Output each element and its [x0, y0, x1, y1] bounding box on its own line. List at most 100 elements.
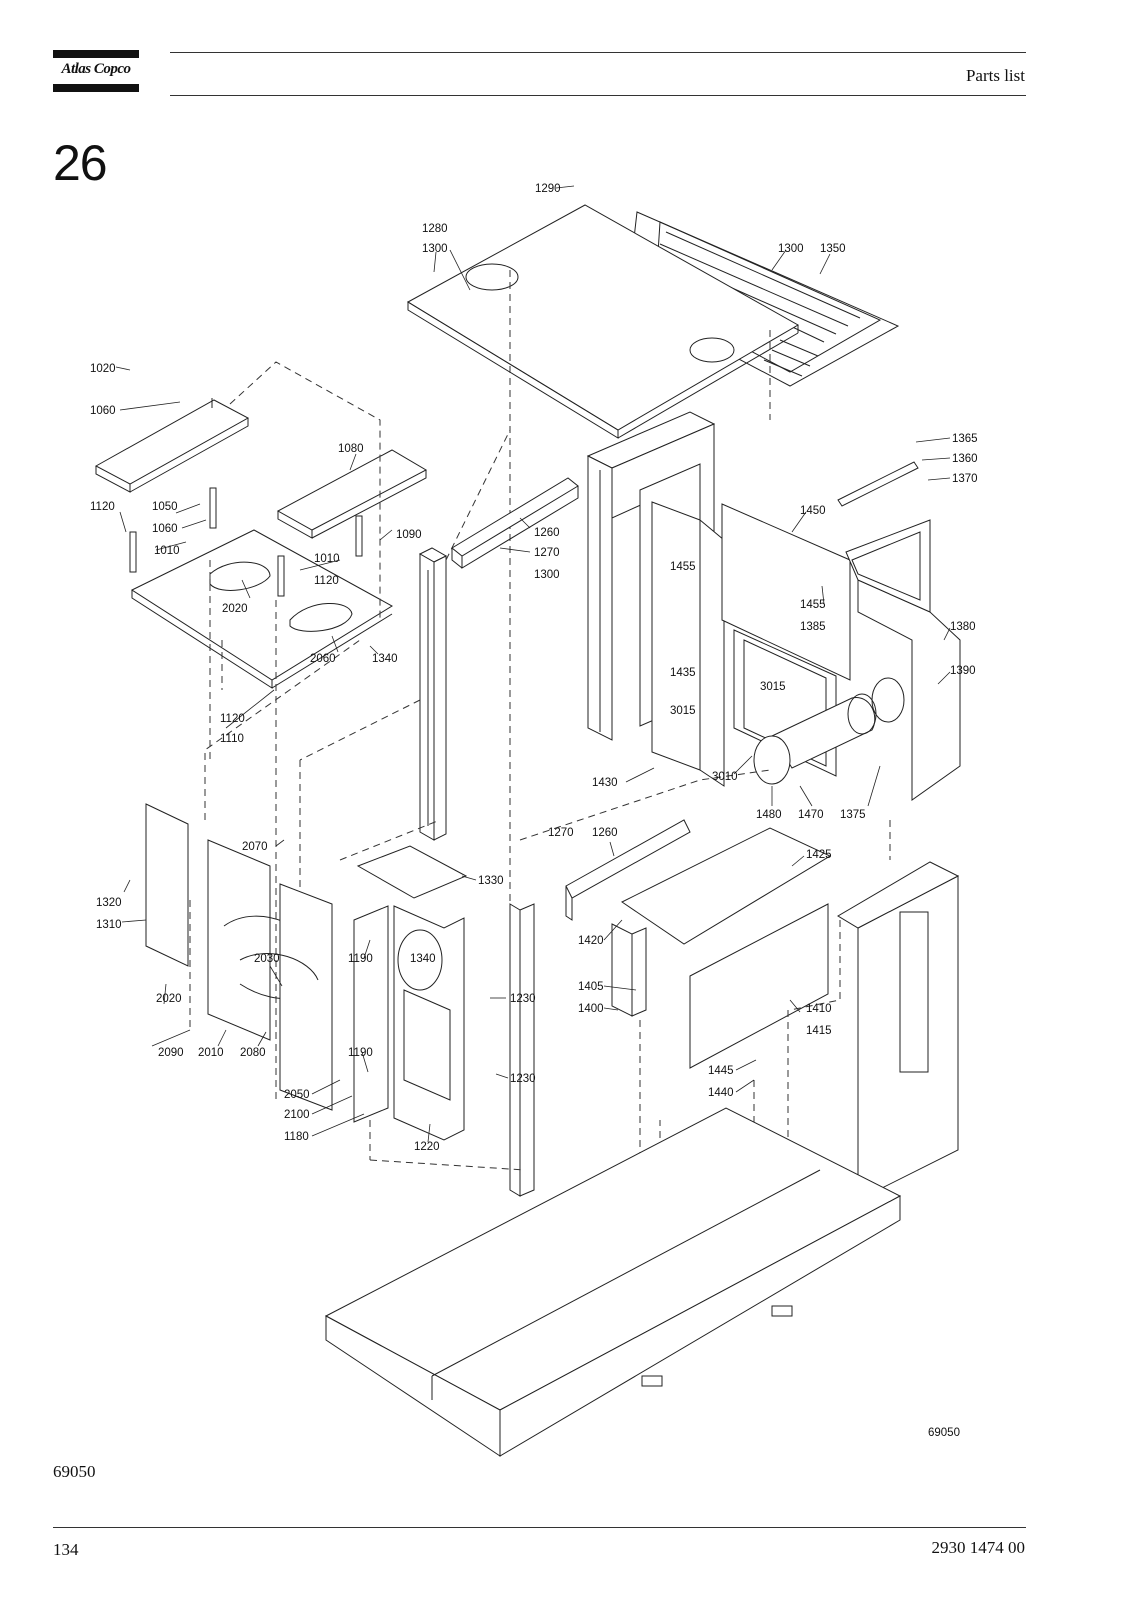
cross-bracket-1260: [451, 477, 579, 569]
post-center: [509, 903, 535, 1197]
grille-panel-1350: [626, 211, 900, 387]
panel-1420: [621, 827, 832, 945]
part-label: 1420: [578, 935, 604, 947]
section-number: 26: [53, 135, 108, 191]
part-label: 1310: [96, 919, 122, 931]
part-label: 1375: [840, 809, 866, 821]
part-label: 1320: [96, 897, 122, 909]
part-label: 2030: [254, 953, 280, 965]
part-label: 1455: [670, 561, 696, 573]
part-label: 1260: [534, 527, 560, 539]
part-label: 1400: [578, 1003, 604, 1015]
part-label: 1270: [534, 547, 560, 559]
part-label: 1370: [952, 473, 978, 485]
exploded-parts-drawing: 1290 1280 1300 1300 1350 1020 1060 1080 …: [90, 183, 978, 1457]
part-label: 1455: [800, 599, 826, 611]
panel-1400: [611, 923, 647, 1017]
part-label: 3015: [760, 681, 786, 693]
panel-2050: [239, 883, 333, 1111]
figure-reference: 69050: [53, 1462, 96, 1481]
part-label: 2080: [240, 1047, 266, 1059]
part-label: 3010: [712, 771, 738, 783]
part-label: 1405: [578, 981, 604, 993]
panel-1410: [689, 903, 829, 1069]
part-label: 1445: [708, 1065, 734, 1077]
rail-1080: [276, 449, 428, 539]
part-label: 1470: [798, 809, 824, 821]
part-label: 2070: [242, 841, 268, 853]
part-label: 1190: [348, 1047, 373, 1059]
part-label: 1120: [220, 713, 245, 725]
part-label: 1180: [284, 1131, 309, 1143]
part-label: 1220: [414, 1141, 440, 1153]
part-label: 1435: [670, 667, 696, 679]
part-label: 1410: [806, 1003, 832, 1015]
part-label: 1380: [950, 621, 976, 633]
logo-bar-bottom: [53, 84, 139, 92]
part-label: 1060: [90, 405, 116, 417]
part-label: 1020: [90, 363, 116, 375]
panel-1180: [353, 905, 389, 1123]
logo-wordmark: Atlas Copco: [61, 61, 131, 77]
part-label: 1365: [952, 433, 978, 445]
part-label: 2050: [284, 1089, 310, 1101]
document-number: 2930 1474 00: [931, 1538, 1026, 1557]
part-label: 1340: [410, 953, 436, 965]
part-label: 1300: [422, 243, 448, 255]
figure-reference-inside: 69050: [928, 1427, 960, 1439]
part-label: 1230: [510, 993, 536, 1005]
part-label: 1360: [952, 453, 978, 465]
atlas-copco-logo: Atlas Copco: [53, 50, 139, 94]
logo-bar-top: [53, 50, 139, 58]
rear-panel-right: [837, 861, 960, 1201]
part-label: 1300: [534, 569, 560, 581]
part-label: 1080: [338, 443, 364, 455]
part-label: 1260: [592, 827, 618, 839]
brackets-1010: [129, 487, 363, 597]
part-label: 1290: [535, 183, 561, 195]
part-labels: 1290 1280 1300 1300 1350 1020 1060 1080 …: [90, 183, 978, 1439]
part-label: 1430: [592, 777, 618, 789]
part-label: 1010: [154, 545, 180, 557]
side-panel-1380: [845, 519, 961, 801]
part-label: 2020: [156, 993, 182, 1005]
part-label: 1440: [708, 1087, 734, 1099]
part-label: 1480: [756, 809, 782, 821]
part-label: 1450: [800, 505, 826, 517]
vertical-post: [418, 547, 448, 841]
part-label: 1350: [820, 243, 846, 255]
part-label: 2090: [158, 1047, 184, 1059]
part-label: 1060: [152, 523, 178, 535]
part-label: 1190: [348, 953, 373, 965]
header-rule-bottom: [170, 95, 1026, 96]
panel-1435: [651, 501, 725, 787]
part-label: 1090: [396, 529, 422, 541]
part-label: 1390: [950, 665, 976, 677]
panel-1220: [393, 905, 465, 1141]
tube-1470: [753, 693, 877, 785]
page-number: 134: [53, 1540, 79, 1559]
part-label: 2010: [198, 1047, 224, 1059]
bar-1365: [837, 461, 919, 507]
header-rule-top: [170, 52, 1026, 53]
part-label: 1425: [806, 849, 832, 861]
rail-1050: [94, 398, 250, 493]
part-label: 1120: [90, 501, 115, 513]
header-title: Parts list: [965, 66, 1025, 85]
part-label: 2060: [310, 653, 336, 665]
base-frame: [324, 1107, 902, 1457]
side-panel-1310: [145, 803, 189, 967]
part-label: 1340: [372, 653, 398, 665]
part-label: 1230: [510, 1073, 536, 1085]
part-label: 1300: [778, 243, 804, 255]
part-label: 1010: [314, 553, 340, 565]
part-label: 1330: [478, 875, 504, 887]
part-label: 3015: [670, 705, 696, 717]
part-label: 1110: [220, 733, 244, 745]
panel-1450: [721, 503, 851, 681]
tray-1110: [130, 529, 393, 689]
plate-1330: [356, 845, 468, 899]
footer-rule: [53, 1527, 1026, 1528]
part-label: 1270: [548, 827, 574, 839]
part-label: 1385: [800, 621, 826, 633]
